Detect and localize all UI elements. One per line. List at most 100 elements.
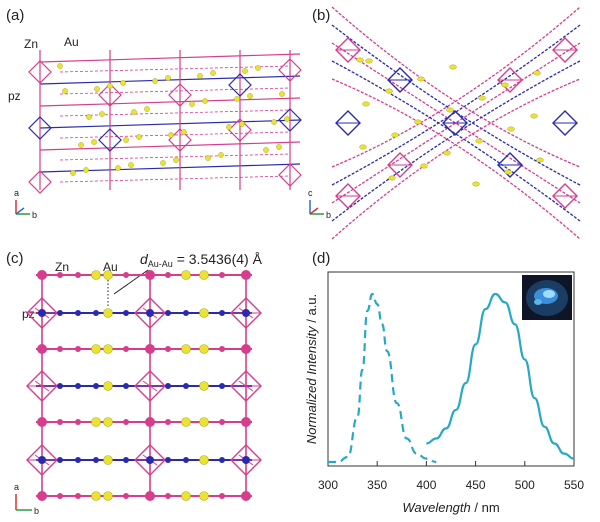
au-atom [365, 58, 373, 64]
zn-node [145, 491, 155, 501]
au-atom [123, 137, 129, 143]
au-atom [385, 88, 393, 94]
zn-node [145, 270, 155, 280]
zn-node [37, 417, 47, 427]
zn-octahedron [26, 444, 58, 476]
au-atom [359, 144, 367, 150]
au-atom [86, 114, 92, 120]
au-atom [78, 142, 84, 148]
plot-frame [327, 271, 575, 467]
framework-chain [331, 24, 581, 186]
au-atom [168, 132, 174, 138]
framework-bond [59, 65, 291, 73]
x-tick-label: 400 [416, 478, 436, 492]
framework-chain [331, 6, 581, 168]
au-atom [91, 344, 101, 354]
panel-b-label: (b) [312, 7, 330, 24]
pz-atom [57, 310, 63, 316]
pz-atom [123, 383, 129, 389]
series-layer [328, 292, 575, 464]
au-atom [181, 270, 191, 280]
au-atom [362, 101, 370, 107]
au-atom [536, 157, 544, 163]
pz-atom [123, 457, 129, 463]
zn-octahedron [278, 163, 302, 187]
au-atom [391, 132, 399, 138]
pz-atom [146, 309, 154, 317]
pz-atom [123, 310, 129, 316]
panel-a-au-label: Au [64, 35, 79, 49]
au-atom [160, 160, 166, 166]
x-tick-label: 450 [466, 478, 486, 492]
zn-octahedron [228, 73, 252, 97]
y-axis-label: Normalized Intensity / a.u. [304, 294, 319, 444]
framework-bond [59, 87, 291, 95]
zn-octahedron [28, 170, 52, 194]
panel-a-label: (a) [6, 7, 24, 24]
zn-octahedron [278, 108, 302, 132]
zn-atom [123, 493, 129, 499]
au-atom [103, 491, 113, 501]
zn-octahedron [552, 37, 578, 63]
x-tick-label: 350 [367, 478, 387, 492]
au-atom [199, 344, 209, 354]
axis-c-horizontal: b [34, 506, 39, 516]
zn-octahedron [134, 444, 166, 476]
zn-octahedron [134, 370, 166, 402]
zn-octahedron [497, 67, 523, 93]
pz-atom [38, 456, 46, 464]
zn-node [241, 417, 251, 427]
axis-a-vertical: a [14, 188, 19, 198]
pz-atom [38, 309, 46, 317]
zn-atom [75, 493, 81, 499]
zn-octahedron [230, 370, 262, 402]
zn-octahedron [168, 83, 192, 107]
emission-spectrum-line [426, 292, 575, 460]
au-atom [165, 75, 171, 81]
zn-atom [75, 419, 81, 425]
pz-atom [183, 310, 189, 316]
au-atom [234, 96, 240, 102]
au-atom [181, 491, 191, 501]
pz-atom [242, 309, 250, 317]
au-atom [94, 86, 100, 92]
crystal-structure-a [28, 50, 302, 194]
panel-d-label: (d) [312, 250, 330, 267]
x-axis-label-unit: / nm [471, 500, 500, 515]
panel-a-zn-label: Zn [24, 37, 38, 51]
framework-bond [59, 153, 291, 161]
au-atom [181, 417, 191, 427]
zn-octahedron [552, 183, 578, 209]
crystal-structure-c [26, 270, 262, 501]
zn-octahedron [497, 152, 523, 178]
pz-atom [219, 310, 225, 316]
framework-bond [39, 163, 301, 173]
zn-atom [57, 419, 63, 425]
zn-atom [123, 272, 129, 278]
panel-a: Zn Au pz a b [8, 35, 302, 220]
au-atom [103, 455, 113, 465]
pz-atom [57, 383, 63, 389]
au-atom [247, 93, 253, 99]
distance-value: = 3.5436(4) Å [173, 251, 263, 267]
zn-octahedron [335, 110, 361, 136]
x-tick-label: 500 [515, 478, 535, 492]
au-atom [226, 124, 232, 130]
framework-chain [331, 6, 581, 168]
zn-atom [219, 272, 225, 278]
zn-octahedron [552, 110, 578, 136]
au-atom [173, 157, 179, 163]
au-atom [57, 63, 63, 69]
zn-octahedron [387, 67, 413, 93]
au-atom [417, 76, 425, 82]
axis-b-horizontal: b [326, 210, 331, 220]
au-atom [120, 80, 126, 86]
pz-atom [242, 456, 250, 464]
au-atom [144, 106, 150, 112]
zn-octahedron [278, 58, 302, 82]
au-atom [443, 150, 451, 156]
pz-atom [165, 310, 171, 316]
distance-subscript: Au-Au [148, 259, 173, 269]
